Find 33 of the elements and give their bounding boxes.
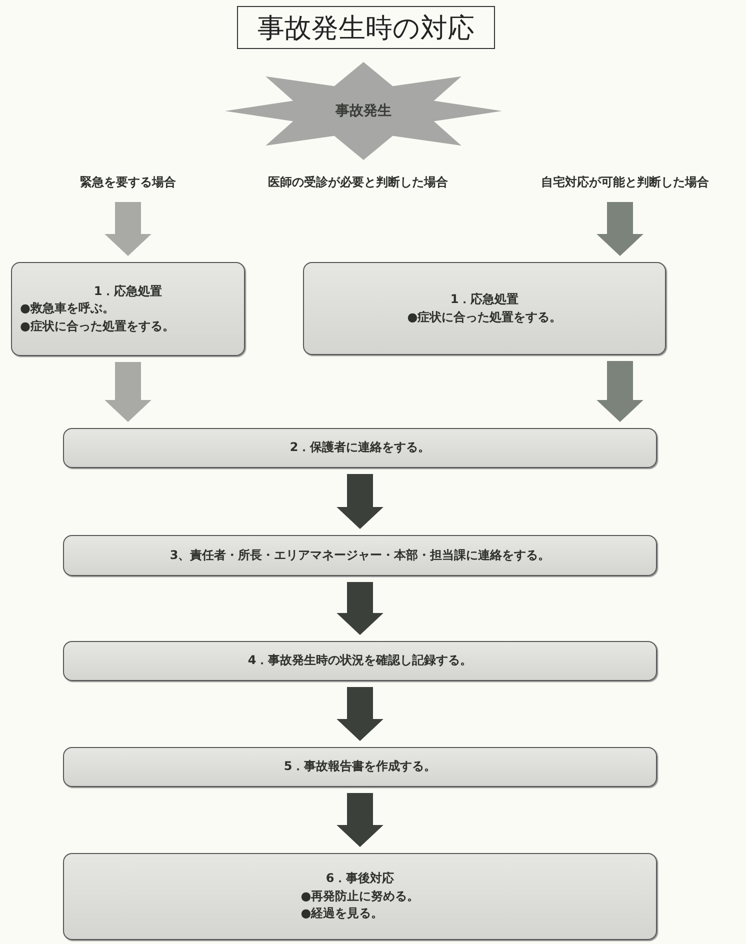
label-text: 緊急を要する場合 [79,174,177,192]
process-box [63,853,657,940]
bullet-text: ●症状に合った処置をする。 [20,318,176,335]
process-box [63,641,657,681]
label-text: 事故発生 [334,102,392,121]
block-arrow [336,687,384,741]
process-box [63,535,657,576]
bullet-text: ●経過を見る。 [300,905,384,922]
block-arrow [336,582,384,635]
block-arrow [336,793,384,847]
bullet-text: ●再発防止に努める。 [300,888,420,905]
step-text: 1．応急処置 [449,291,520,308]
label-text: 自宅対応が可能と判断した場合 [540,174,710,192]
step-text: 6．事後対応 [324,870,396,888]
block-arrow [596,361,644,422]
block-arrow [336,474,384,529]
bullet-text: ●症状に合った処置をする。 [407,308,562,326]
process-box [63,747,657,787]
bullet-text: ●救急車を呼ぶ。 [20,300,116,318]
process-box [63,428,657,468]
process-box [11,262,245,356]
step-text: 4．事故発生時の状況を確認し記録する。 [246,652,474,670]
title: 事故発生時の対応 [237,6,495,49]
label-text: 医師の受診が必要と判断した場合 [267,174,449,192]
block-arrow [104,362,152,422]
process-box [303,262,666,355]
block-arrow [104,202,152,256]
step-text: 1．応急処置 [92,282,164,300]
burst-shape [225,62,502,160]
block-arrow [596,202,644,256]
step-text: 2．保護者に連絡をする。 [288,439,432,456]
step-text: 5．事故報告書を作成する。 [282,758,438,776]
step-text: 3、責任者・所長・エリアマネージャー・本部・担当課に連絡をする。 [168,546,552,564]
